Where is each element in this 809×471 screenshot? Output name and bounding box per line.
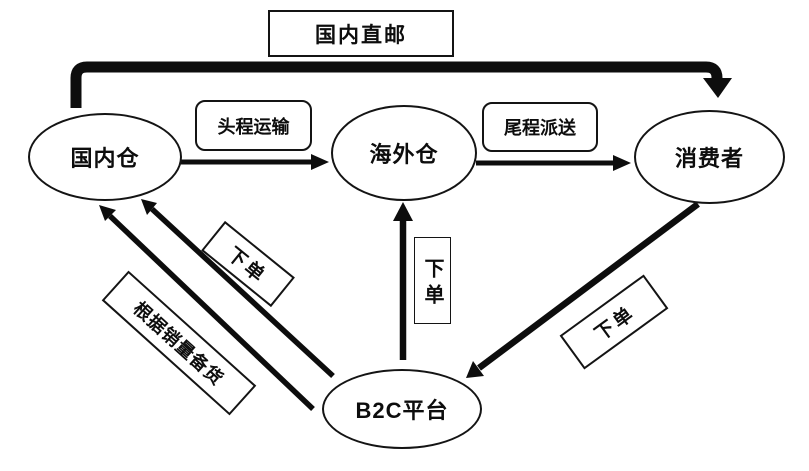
arrow-stock-by-sales: [99, 205, 315, 411]
arrow-first-leg: [180, 154, 329, 170]
arrow-last-mile: [476, 155, 631, 171]
label-domestic-direct-mail: 国内直邮: [268, 10, 454, 57]
arrow-domestic-direct-mail: [70, 61, 732, 108]
arrow-order-from-consumer: [466, 201, 700, 378]
node-domestic-warehouse: 国内仓: [28, 113, 182, 201]
node-b2c-platform: B2C平台: [322, 369, 482, 449]
arrow-order-overseas: [393, 202, 413, 360]
label-first-leg-transport: 头程运输: [195, 100, 312, 151]
label-order-to-overseas: 下单: [414, 237, 451, 324]
node-overseas-warehouse: 海外仓: [331, 105, 477, 201]
arrow-order-domestic: [141, 199, 335, 379]
node-consumer: 消费者: [634, 110, 785, 204]
label-last-mile-delivery: 尾程派送: [482, 102, 598, 152]
